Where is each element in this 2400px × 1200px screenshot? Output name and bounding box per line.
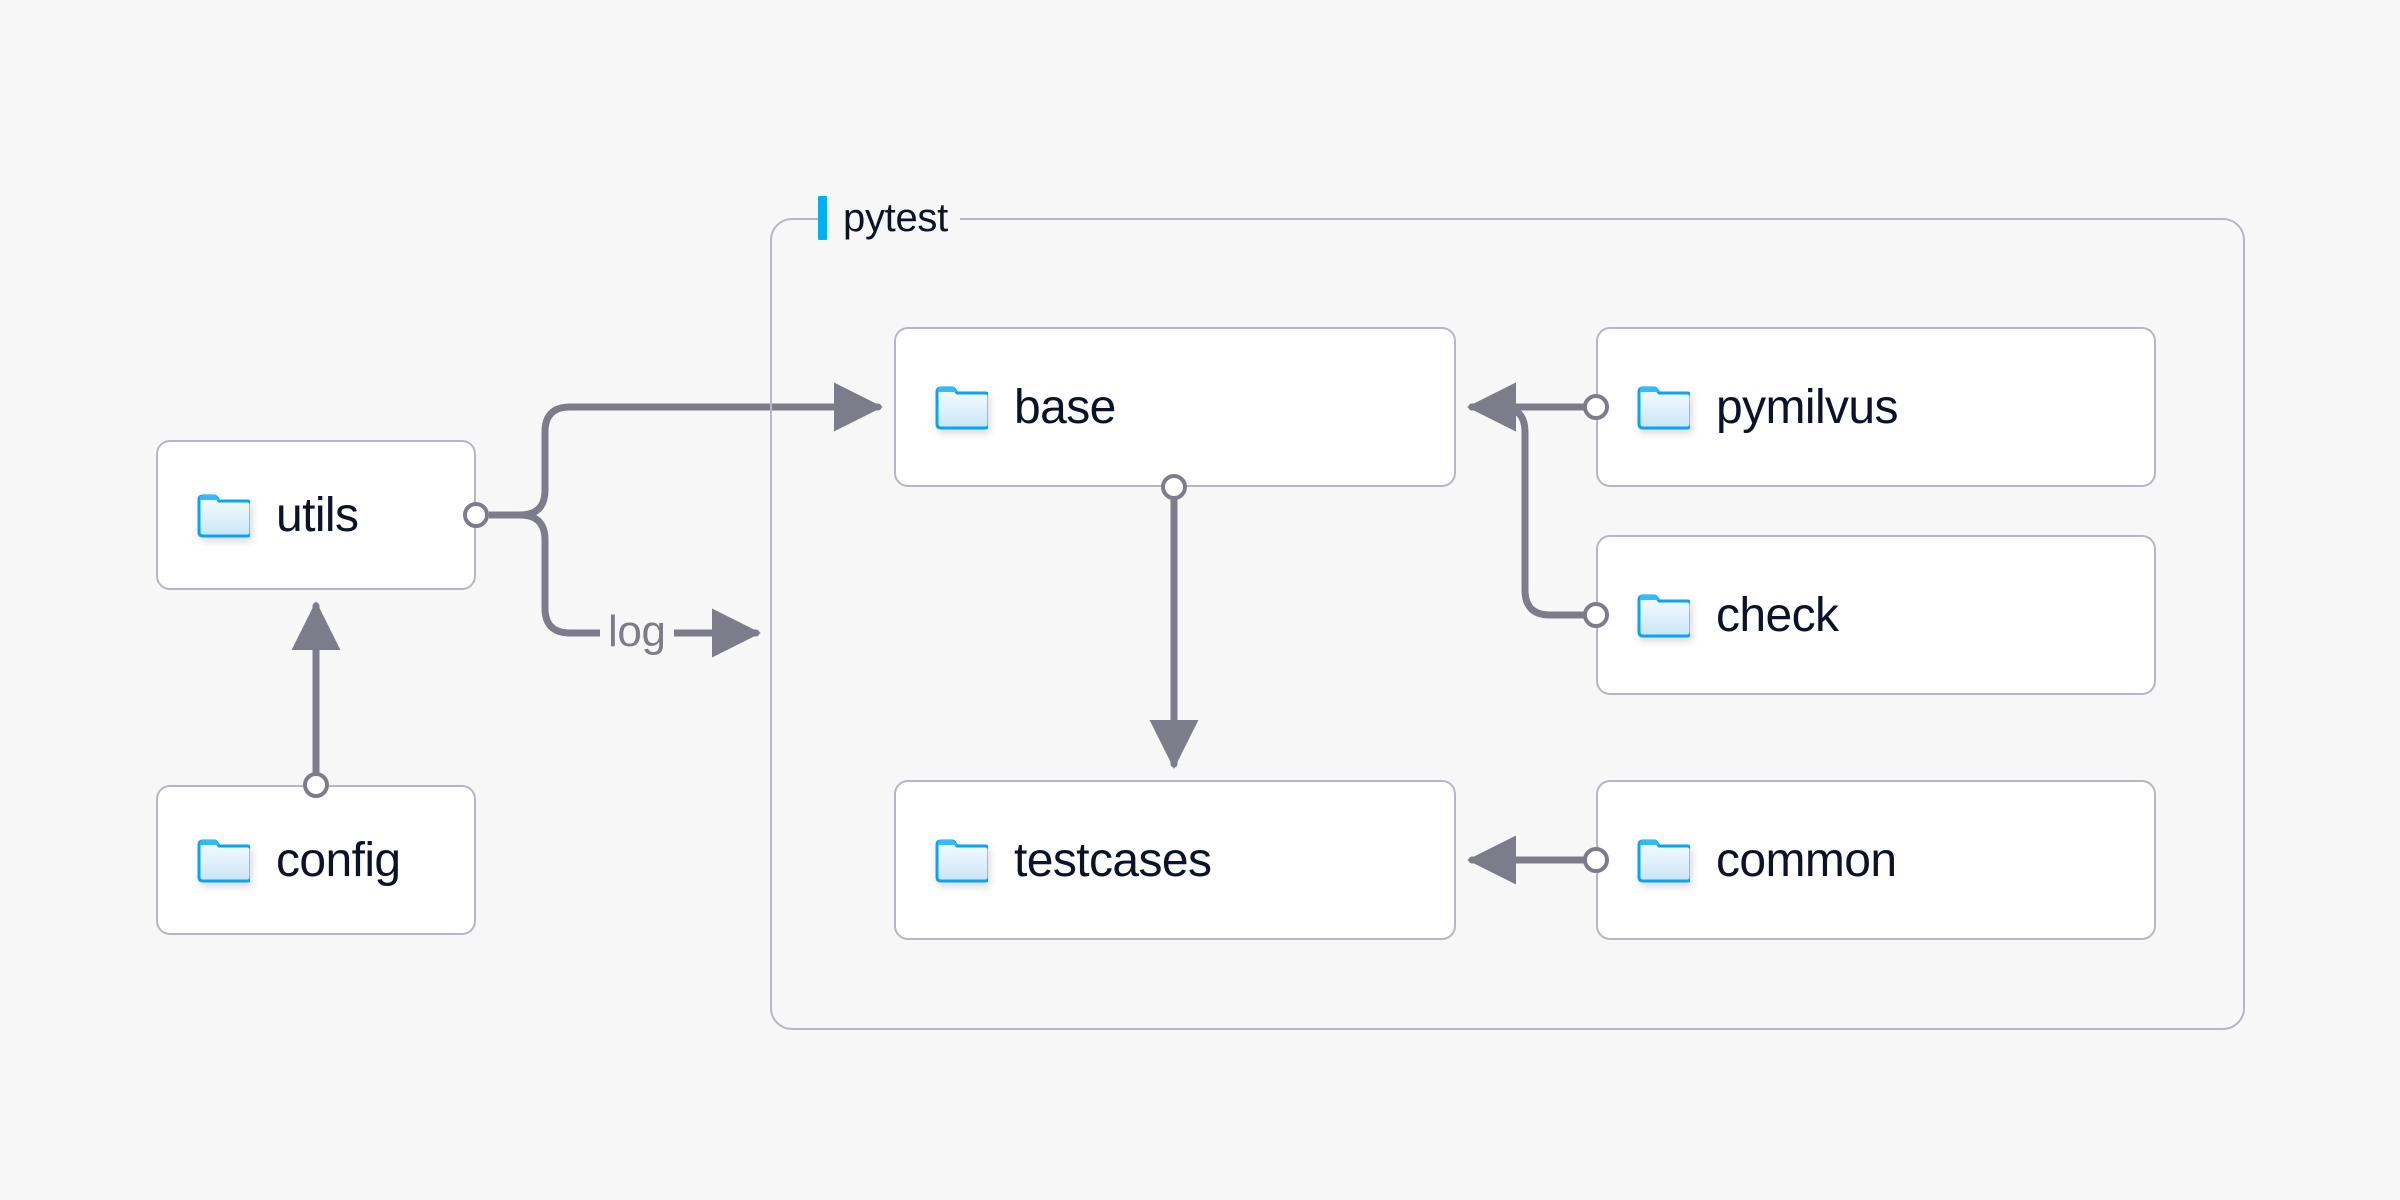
- handle-utils-right[interactable]: [463, 502, 489, 528]
- folder-icon: [935, 839, 988, 883]
- node-utils-label: utils: [276, 488, 359, 542]
- node-testcases-label: testcases: [1014, 833, 1212, 887]
- node-base[interactable]: base: [894, 327, 1456, 487]
- edge-label-log: log: [600, 607, 674, 657]
- handle-check-left[interactable]: [1583, 602, 1609, 628]
- folder-icon: [1637, 839, 1690, 883]
- group-pytest[interactable]: [770, 218, 2245, 1030]
- handle-base-bottom[interactable]: [1161, 474, 1187, 500]
- handle-common-left[interactable]: [1583, 847, 1609, 873]
- handle-config-top[interactable]: [303, 772, 329, 798]
- node-pymilvus[interactable]: pymilvus: [1596, 327, 2156, 487]
- node-check[interactable]: check: [1596, 535, 2156, 695]
- group-pytest-label: pytest: [818, 194, 960, 242]
- node-common-label: common: [1716, 833, 1897, 887]
- node-config[interactable]: config: [156, 785, 476, 935]
- node-testcases[interactable]: testcases: [894, 780, 1456, 940]
- handle-pymilvus-left[interactable]: [1583, 394, 1609, 420]
- node-utils[interactable]: utils: [156, 440, 476, 590]
- folder-icon: [935, 386, 988, 430]
- group-pytest-label-text: pytest: [843, 195, 948, 240]
- node-common[interactable]: common: [1596, 780, 2156, 940]
- node-base-label: base: [1014, 380, 1116, 434]
- folder-icon: [1637, 594, 1690, 638]
- folder-icon: [1637, 386, 1690, 430]
- folder-icon: [197, 839, 250, 883]
- folder-icon: [197, 494, 250, 538]
- node-pymilvus-label: pymilvus: [1716, 380, 1899, 434]
- accent-bar-icon: [818, 196, 827, 240]
- node-check-label: check: [1716, 588, 1839, 642]
- node-config-label: config: [276, 833, 401, 887]
